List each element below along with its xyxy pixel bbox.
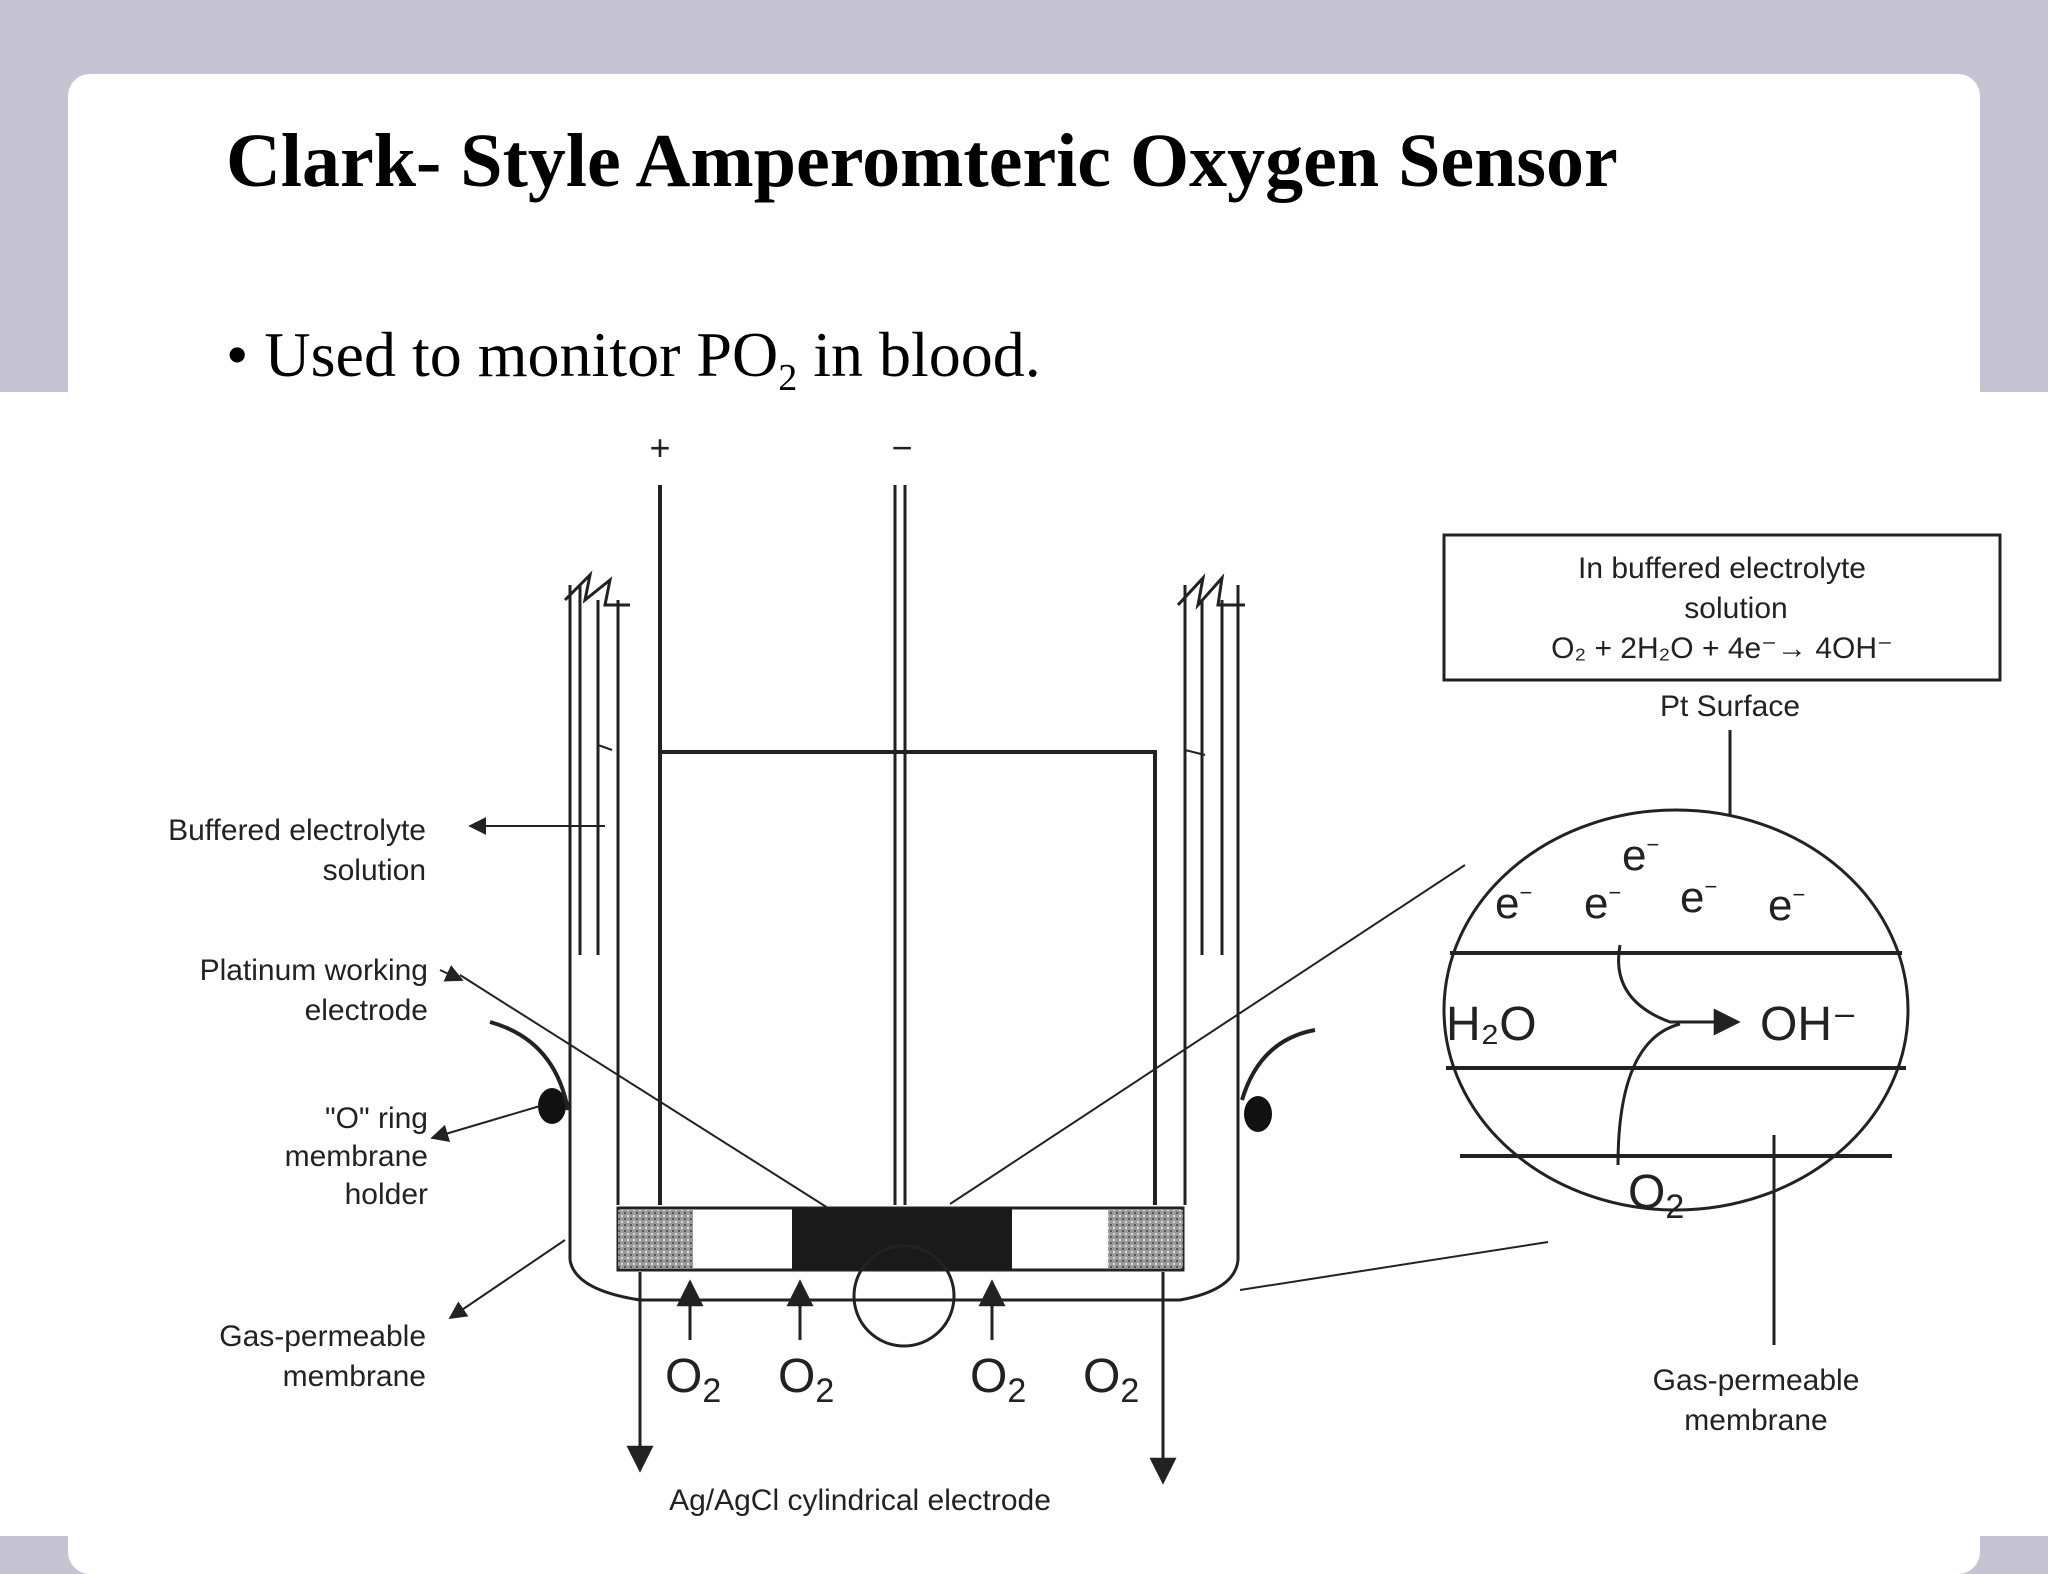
bullet-text-end: in blood. [797,319,1041,390]
svg-text:O2: O2 [970,1350,1026,1410]
reaction-box: In buffered electrolyte solution O₂ + 2H… [1442,533,2002,682]
bullet-marker: • [226,319,249,390]
platinum-label-2: electrode [305,994,428,1027]
svg-text:O2: O2 [778,1350,834,1410]
oring-label-3: holder [345,1178,428,1211]
left-label-pointers [430,817,605,1320]
magnified-view: e− e− e− e− e− H₂O OH⁻ O2 [1442,808,1910,1345]
electrolyte-label-1: Buffered electrolyte [168,814,426,847]
pt-surface-label: Pt Surface [1660,690,1800,723]
svg-text:O2: O2 [1083,1350,1139,1410]
oring-label-2: membrane [285,1140,428,1173]
svg-text:e−: e− [1495,879,1532,928]
zoom-circle [852,1244,956,1348]
h2o-label: H₂O [1446,998,1537,1051]
svg-text:e−: e− [1768,881,1805,930]
right-membrane-label-1: Gas-permeable [1653,1364,1860,1397]
bullet-text: Used to monitor PO [264,319,779,390]
electrode-wiring [640,485,1183,1212]
o-ring-holder-right [1240,1028,1316,1101]
reaction-equation: O₂ + 2H₂O + 4e⁻→ 4OH⁻ [1551,632,1893,665]
o-ring-right [1244,1096,1272,1132]
magnification-lines [459,864,1549,1291]
reaction-line-2: solution [1684,592,1787,625]
bullet-item: • Used to monitor PO2 in blood. [226,318,1041,400]
bullet-subscript: 2 [778,356,798,399]
agcl-arrows [626,1272,1177,1485]
sensor-diagram-figure: + − O2 O2 O2 O2 Ag/AgCl cylindrical elec… [0,392,2048,1536]
minus-terminal: − [891,427,912,468]
oh-label: OH⁻ [1760,998,1857,1051]
slide-title: Clark- Style Amperomteric Oxygen Sensor [226,119,1618,203]
o2-magnified-label: O2 [1628,1166,1684,1226]
o-ring-holder-left [489,1020,570,1111]
electrolyte-label-2: solution [323,854,426,887]
o2-labels: O2 O2 O2 O2 [665,1350,1139,1410]
electrons: e− e− e− e− e− [1495,831,1805,930]
electrode-bar [616,1206,1185,1272]
svg-text:e−: e− [1680,873,1717,922]
o2-arrows [676,1279,1006,1340]
sensor-body [563,570,1245,1302]
agcl-label: Ag/AgCl cylindrical electrode [669,1484,1051,1517]
right-membrane-label-2: membrane [1684,1404,1827,1437]
svg-text:e−: e− [1622,831,1659,880]
svg-text:e−: e− [1584,879,1621,928]
left-labels: Buffered electrolyte solution Platinum w… [168,814,428,1393]
sensor-diagram: + − O2 O2 O2 O2 Ag/AgCl cylindrical elec… [168,427,2002,1517]
membrane-label-2: membrane [283,1360,426,1393]
reaction-line-1: In buffered electrolyte [1578,552,1866,585]
o-ring-left [538,1088,566,1124]
oring-label-1: "O" ring [325,1102,428,1135]
platinum-label-1: Platinum working [200,954,428,987]
svg-text:O2: O2 [665,1350,721,1410]
plus-terminal: + [649,427,670,468]
membrane-label-1: Gas-permeable [219,1320,426,1353]
